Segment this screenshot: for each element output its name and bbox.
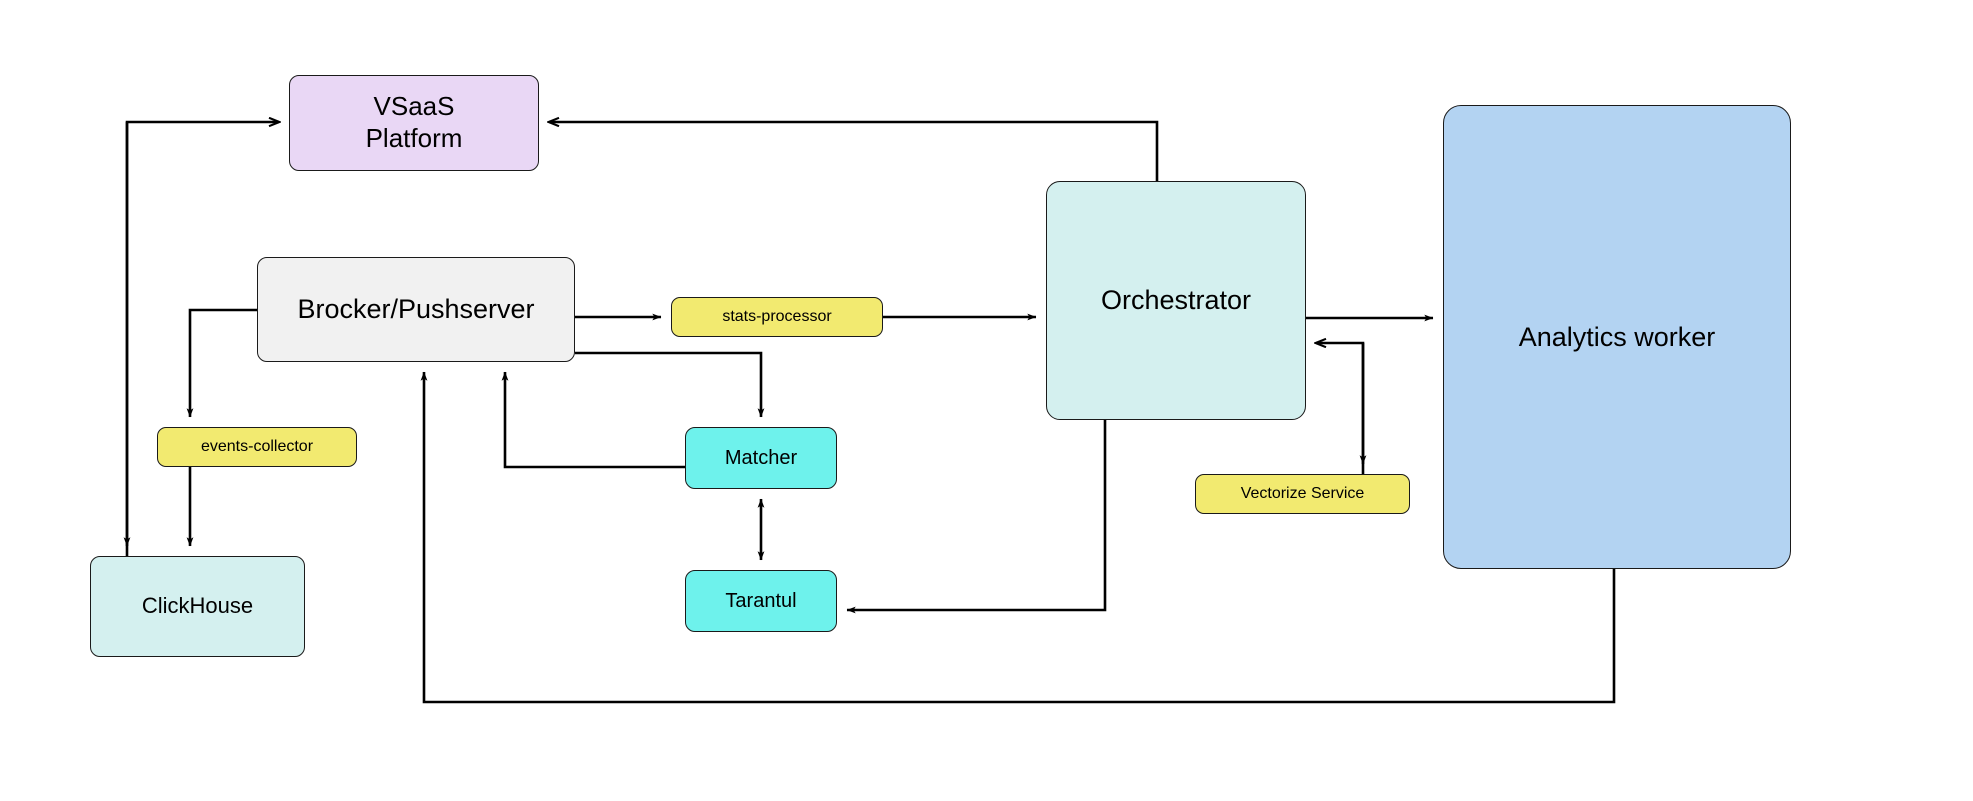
node-label-matcher: Matcher: [724, 446, 798, 469]
node-label-vsaas: VSaaS Platform: [365, 91, 463, 153]
node-clickhouse[interactable]: ClickHouse: [90, 556, 305, 657]
node-orchestrator[interactable]: Orchestrator: [1046, 181, 1306, 420]
node-vsaas-platform[interactable]: VSaaS Platform: [289, 75, 539, 171]
edge-clickhouse-to-vsaas: [125, 122, 279, 600]
node-label-clickhouse: ClickHouse: [141, 593, 254, 619]
edge-brocker-to-events-collector: [186, 308, 257, 418]
node-events-collector[interactable]: events-collector: [157, 427, 357, 467]
node-label-orchestrator: Orchestrator: [1100, 285, 1252, 316]
node-tarantul[interactable]: Tarantul: [685, 570, 837, 632]
edge-orchestrator-to-vsaas: [549, 122, 1159, 181]
node-label-events-collector: events-collector: [200, 438, 314, 456]
edge-brocker-to-matcher: [575, 351, 765, 418]
edge-matcher-to-brocker: [501, 371, 685, 469]
node-stats-processor[interactable]: stats-processor: [671, 297, 883, 337]
node-label-brocker: Brocker/Pushserver: [297, 294, 535, 325]
node-analytics-worker[interactable]: Analytics worker: [1443, 105, 1791, 569]
edge-analytics-to-brocker: [420, 371, 1616, 704]
node-label-vectorize: Vectorize Service: [1240, 485, 1365, 503]
node-label-tarantul: Tarantul: [725, 589, 797, 612]
node-vectorize-service[interactable]: Vectorize Service: [1195, 474, 1410, 514]
edge-orchestrator-to-tarantul: [846, 420, 1107, 614]
node-brocker-pushserver[interactable]: Brocker/Pushserver: [257, 257, 575, 362]
node-matcher[interactable]: Matcher: [685, 427, 837, 489]
node-label-stats-processor: stats-processor: [722, 308, 832, 326]
node-label-analytics: Analytics worker: [1518, 321, 1716, 352]
edge-analytics-to-orchestrator: [1316, 343, 1365, 474]
